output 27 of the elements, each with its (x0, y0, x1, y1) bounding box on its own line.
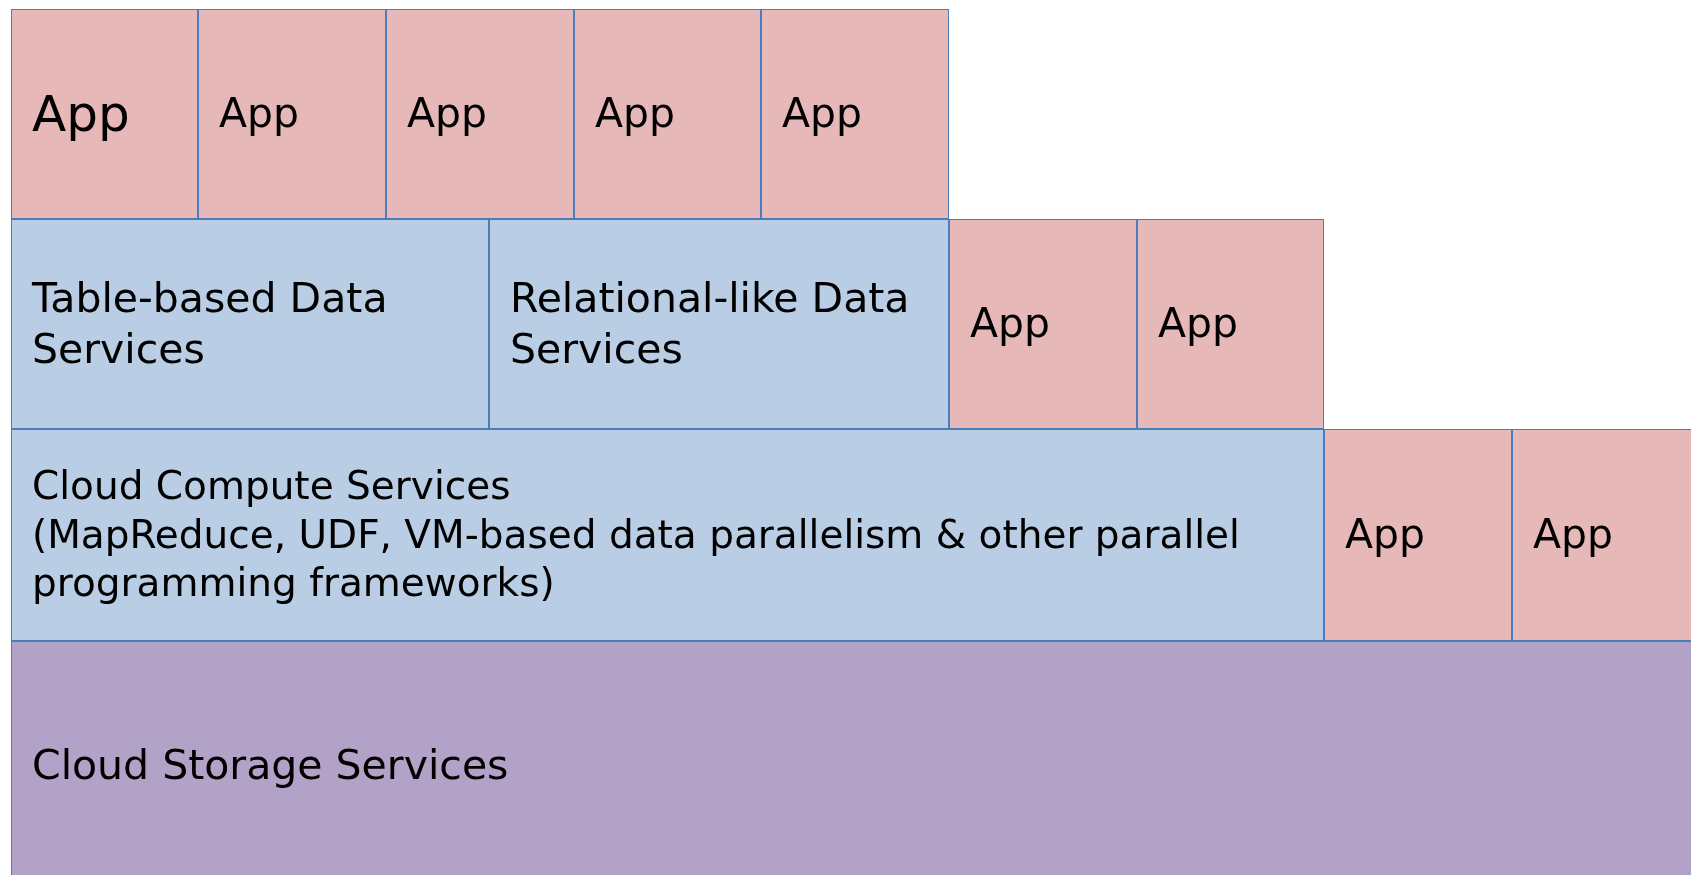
block-label: Table-based Data Services (32, 272, 389, 375)
block-label: App (595, 88, 677, 140)
app-block (11, 9, 198, 219)
app-block (1137, 219, 1324, 429)
block-label: App (1345, 509, 1427, 561)
service-layer-block (11, 219, 489, 429)
block-label: Cloud Compute Services (32, 461, 512, 510)
app-block (198, 9, 386, 219)
block-label: Relational-like Data Services (510, 272, 911, 375)
app-block (386, 9, 574, 219)
app-block (574, 9, 761, 219)
app-block (761, 9, 949, 219)
block-label: Cloud Storage Services (32, 739, 510, 791)
block-label: App (219, 88, 301, 140)
block-label: App (32, 83, 131, 145)
app-block (1324, 429, 1512, 641)
block-label: App (970, 298, 1052, 350)
storage-layer-block (11, 641, 1691, 875)
service-layer-block (11, 429, 1324, 641)
app-block (1512, 429, 1691, 641)
service-layer-block (489, 219, 949, 429)
block-description: (MapReduce, UDF, VM-based data parallelism & other parallel programming frameworks) (32, 510, 1241, 608)
block-label: App (1158, 298, 1240, 350)
block-label: App (407, 88, 489, 140)
app-block (949, 219, 1137, 429)
block-label: App (1533, 509, 1615, 561)
block-label: App (782, 88, 864, 140)
